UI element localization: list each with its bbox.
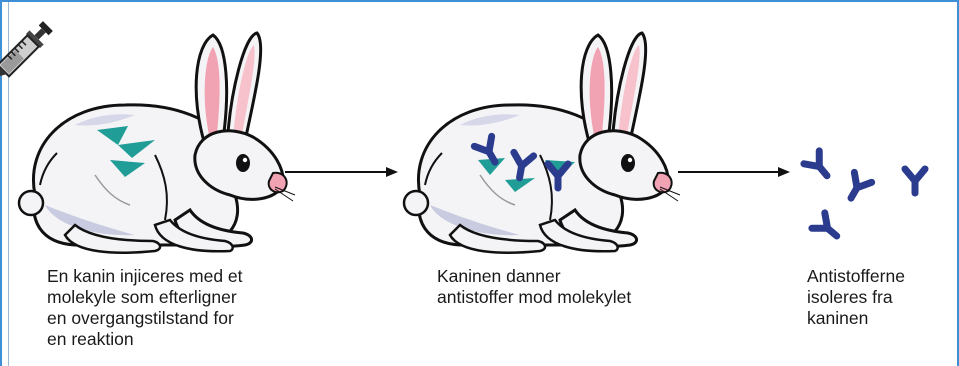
arrow-right-icon [678, 167, 790, 177]
syringe-icon [0, 19, 55, 101]
step-1-caption: En kanin injiceres med et molekyle som e… [47, 266, 297, 350]
rabbit-icon [19, 33, 295, 253]
arrow-right-icon [285, 167, 398, 177]
antibody-icon [804, 151, 925, 244]
rabbit-icon [404, 33, 680, 253]
step-3-caption: Antistofferne isoleres fra kaninen [807, 266, 947, 329]
step-2-caption: Kaninen danner antistoffer mod molekylet [437, 266, 727, 308]
